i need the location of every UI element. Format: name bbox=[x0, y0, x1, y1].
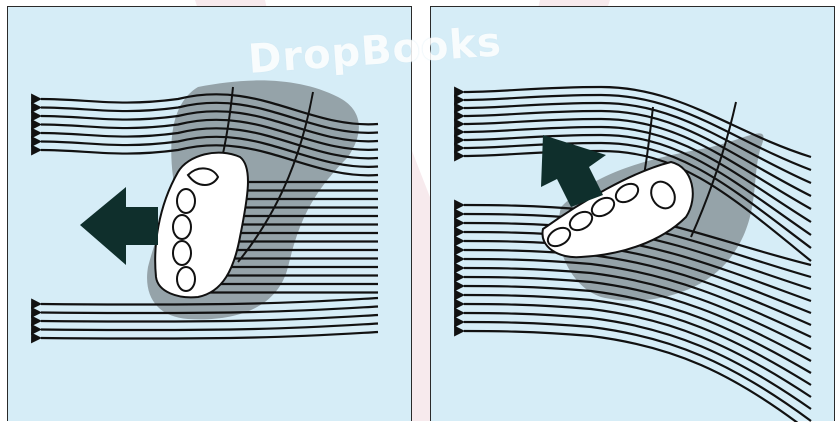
force-arrow-up-icon bbox=[541, 135, 606, 207]
streamline bbox=[464, 277, 811, 361]
flow-diagram-right bbox=[431, 7, 836, 422]
streamline bbox=[41, 324, 378, 331]
force-arrow-left-icon bbox=[80, 187, 158, 265]
streamline bbox=[41, 332, 378, 339]
streamline bbox=[464, 313, 811, 409]
streamline bbox=[464, 304, 811, 397]
streamline bbox=[464, 286, 811, 373]
streamline bbox=[464, 322, 811, 421]
streamline bbox=[464, 295, 811, 385]
panel-hand-tilted bbox=[430, 6, 835, 421]
